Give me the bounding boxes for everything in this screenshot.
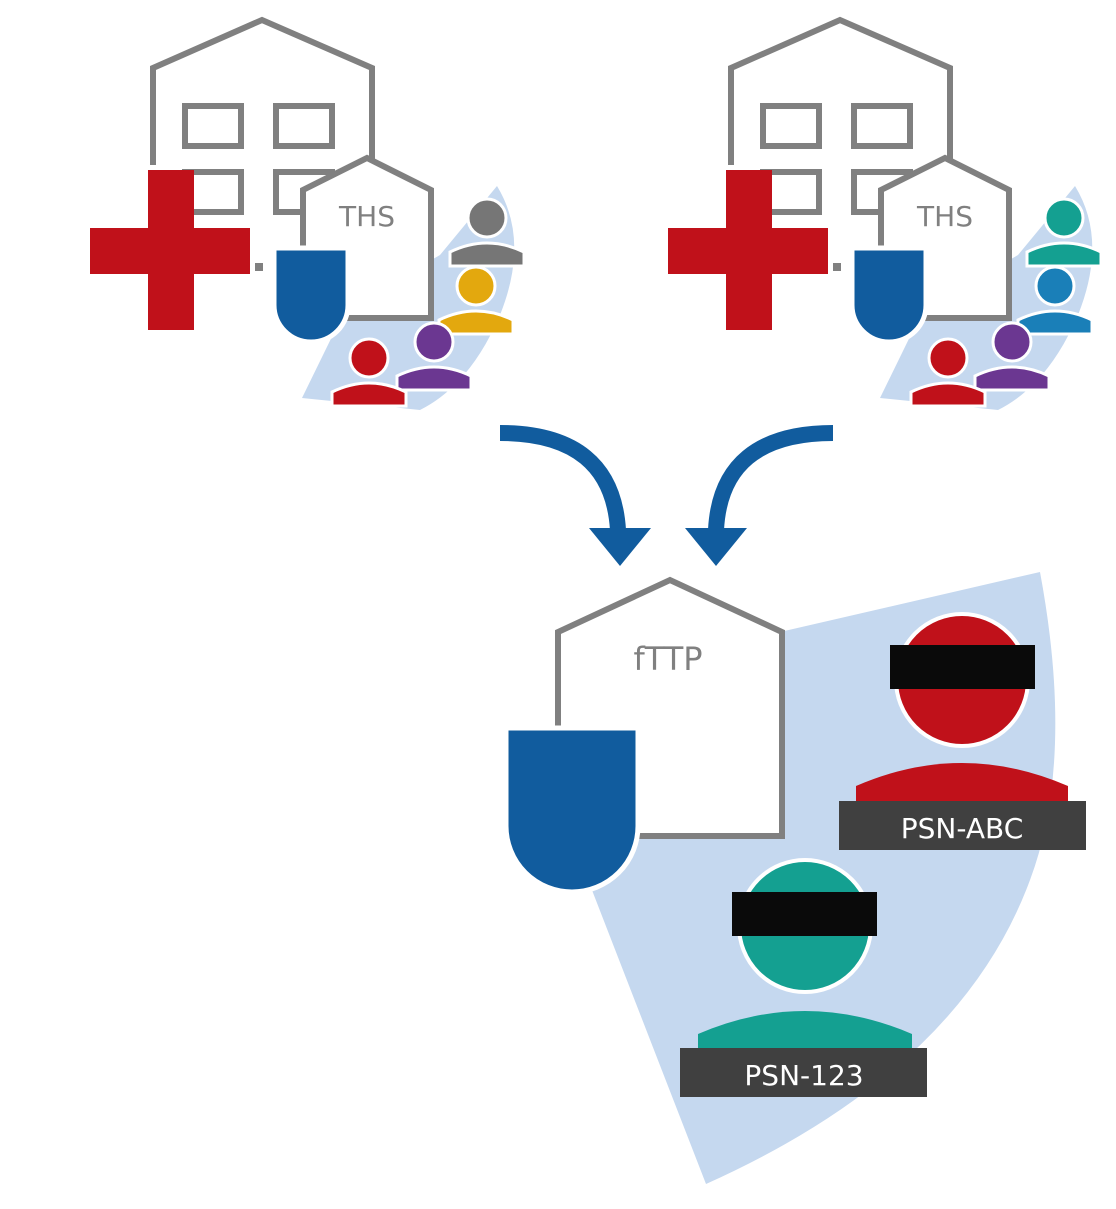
pseudonymized-person-record: PSN-ABC [839, 612, 1086, 850]
pseudonym-label: PSN-ABC [901, 812, 1024, 845]
link-dot [833, 263, 841, 271]
medical-cross-icon [668, 170, 828, 330]
site-right: THS [668, 16, 1103, 410]
site-left-people [330, 197, 526, 408]
flow-arrow-left [499, 425, 651, 566]
person-icon [330, 337, 408, 408]
central-fttp: fTTP PSN-ABC PSN-123 [503, 572, 1086, 1184]
shield-icon [271, 245, 351, 345]
person-icon [448, 197, 526, 268]
pseudonymized-person-record: PSN-123 [680, 858, 927, 1097]
person-icon [1016, 265, 1094, 336]
person-icon [973, 321, 1051, 392]
site-left-label: THS [338, 200, 395, 233]
site-left: THS [90, 16, 526, 410]
pseudonym-badge [680, 1048, 927, 1097]
identity-mask [890, 645, 1035, 689]
medical-cross-icon [90, 170, 250, 330]
pseudonym-badge [839, 801, 1086, 850]
site-right-people [909, 197, 1103, 408]
shield-icon [503, 725, 641, 895]
person-icon [909, 337, 987, 408]
person-icon [1025, 197, 1103, 268]
central-label: fTTP [633, 640, 702, 678]
pseudonym-label: PSN-123 [744, 1059, 863, 1092]
shield-icon [849, 245, 929, 345]
identity-mask [732, 892, 877, 936]
link-dot [255, 263, 263, 271]
person-icon [395, 321, 473, 392]
person-icon [437, 265, 515, 336]
site-right-label: THS [916, 200, 973, 233]
flow-arrow-right [685, 425, 834, 566]
